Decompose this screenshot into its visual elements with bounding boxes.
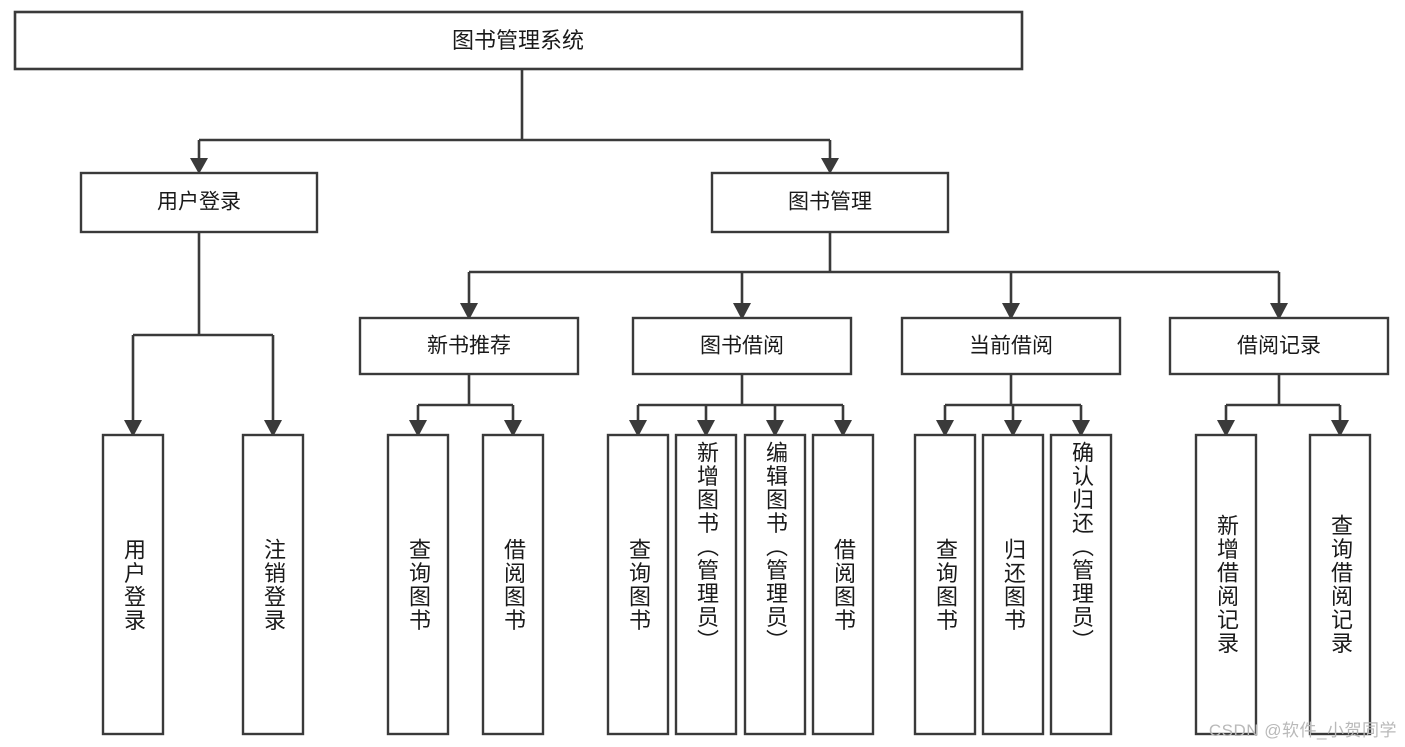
node-borrow-record-label: 借阅记录 (1237, 335, 1321, 358)
node-root-label: 图书管理系统 (452, 28, 584, 53)
node-user-login-label: 用户登录 (157, 191, 241, 214)
node-user-login[interactable]: 用户登录 (79, 171, 319, 234)
node-current-borrow[interactable]: 当前借阅 (900, 316, 1122, 376)
node-leaf-query-book-1-box[interactable] (386, 433, 450, 736)
watermark-text: CSDN @软件_小贺同学 (1208, 721, 1397, 740)
arrow-head-leaf-query-record (1331, 420, 1349, 437)
node-book-borrow[interactable]: 图书借阅 (631, 316, 853, 376)
node-root-box[interactable] (13, 10, 1024, 71)
arrow-head-leaf-borrow-book-1 (504, 420, 522, 437)
node-book-manage-label: 图书管理 (788, 191, 872, 214)
connector-layer (124, 69, 1349, 437)
arrow-head-leaf-borrow-book-2 (834, 420, 852, 437)
node-leaf-user-logout-box[interactable] (241, 433, 305, 736)
node-new-book-rec-label: 新书推荐 (427, 335, 511, 358)
node-leaf-add-record-box[interactable] (1194, 433, 1258, 736)
arrow-head-current-borrow (1002, 303, 1020, 320)
node-root[interactable]: 图书管理系统 (13, 10, 1024, 71)
arrow-head-new-book-rec (460, 303, 478, 320)
arrow-head-leaf-query-book-1 (409, 420, 427, 437)
node-new-book-rec[interactable]: 新书推荐 (358, 316, 580, 376)
node-leaf-user-login-box[interactable] (101, 433, 165, 736)
node-current-borrow-box[interactable] (900, 316, 1122, 376)
arrow-head-leaf-return-book (1004, 420, 1022, 437)
arrow-head-leaf-add-record (1217, 420, 1235, 437)
node-leaf-add-book-box[interactable] (674, 433, 738, 736)
arrow-head-leaf-user-logout (264, 420, 282, 437)
node-leaf-confirm-return-box[interactable] (1049, 433, 1113, 736)
node-borrow-record-box[interactable] (1168, 316, 1390, 376)
arrow-head-leaf-query-book-2 (629, 420, 647, 437)
node-leaf-query-record-box[interactable] (1308, 433, 1372, 736)
node-leaf-return-book-box[interactable] (981, 433, 1045, 736)
node-book-manage-box[interactable] (710, 171, 950, 234)
node-new-book-rec-box[interactable] (358, 316, 580, 376)
leaf-box-layer (101, 433, 1372, 736)
arrow-head-book-manage (821, 158, 839, 174)
node-user-login-box[interactable] (79, 171, 319, 234)
node-borrow-record[interactable]: 借阅记录 (1168, 316, 1390, 376)
arrow-head-leaf-confirm-return (1072, 420, 1090, 437)
node-book-manage[interactable]: 图书管理 (710, 171, 950, 234)
arrow-head-leaf-add-book (697, 420, 715, 437)
arrow-head-leaf-edit-book (766, 420, 784, 437)
node-leaf-query-book-3-box[interactable] (913, 433, 977, 736)
node-leaf-borrow-book-1-box[interactable] (481, 433, 545, 736)
arrow-head-borrow-record (1270, 303, 1288, 320)
node-book-borrow-label: 图书借阅 (700, 335, 784, 358)
node-leaf-query-book-2-box[interactable] (606, 433, 670, 736)
node-leaf-edit-book-box[interactable] (743, 433, 807, 736)
node-book-borrow-box[interactable] (631, 316, 853, 376)
node-current-borrow-label: 当前借阅 (969, 335, 1053, 358)
arrow-head-user-login (190, 158, 208, 174)
arrow-head-leaf-user-login (124, 420, 142, 437)
node-leaf-borrow-book-2-box[interactable] (811, 433, 875, 736)
arrow-head-book-borrow (733, 303, 751, 320)
arrow-head-leaf-query-book-3 (936, 420, 954, 437)
